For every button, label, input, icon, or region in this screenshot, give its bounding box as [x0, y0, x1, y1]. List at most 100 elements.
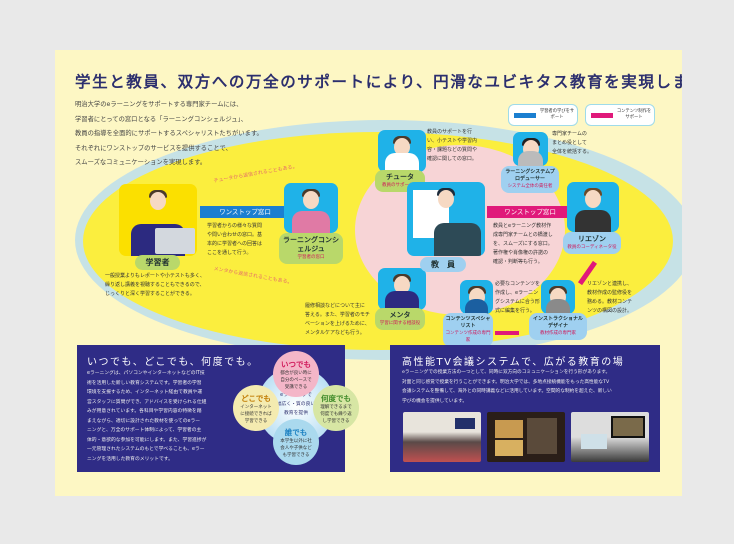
text-line: 環境を支援するため、インターネット経由で教員や運 — [87, 390, 203, 395]
specialist-designer-arrow — [495, 331, 519, 335]
legend-pink-label: コンテンツ制作をサポート — [616, 109, 652, 120]
desc-line: 容・課題などの質問や — [427, 147, 478, 153]
video-screens-photo — [487, 412, 565, 462]
intro-text: 明治大学のeラーニングをサポートする専門家チームには、 学習者にとっての窓口とな… — [75, 98, 263, 171]
panel-left-title: いつでも、どこでも、何度でも。 — [87, 357, 259, 368]
producer-desc: 専門家チームのまとめ役として全体を統括する。 — [552, 130, 592, 157]
desc-line: を、スムーズにする窓口。 — [493, 241, 553, 247]
producer-role: システム全体の責任者 — [507, 184, 553, 189]
desc-line: ンツの構図の設計。 — [587, 308, 633, 314]
desc-line: ここを通して行う。 — [207, 250, 252, 256]
concierge-desc: 学習者からの様々な質問や問い合わせの窓口。基本的に学習者への回答はここを通して行… — [207, 222, 262, 258]
brochure-page: 学生と教員、双方への万全のサポートにより、円滑なユビキタス教育を実現します。 明… — [55, 50, 682, 496]
circle-anytime: いつでも都合が良い時に自分のペースで受講できる — [273, 351, 319, 397]
legend-pink: コンテンツ制作をサポート — [585, 104, 655, 126]
specialist-illustration — [460, 280, 493, 314]
intro-line: それぞれにワンストップのサービスを提供することで、 — [75, 144, 232, 152]
circle-title: 誰でも — [284, 428, 308, 437]
text-line: 体的・意欲的な参加を可能にします。また、学習進捗が — [87, 437, 207, 443]
desc-line: 専門家チームの — [552, 131, 587, 137]
desc-line: 学習者からの様々な質問 — [207, 223, 263, 229]
onestop-arrow-blue: ワンストップ窓口 — [200, 206, 290, 218]
text-line: 幅広く・質の良い — [276, 402, 316, 407]
concierge-label: ラーニングコンシェルジュ学習者の窓口 — [279, 233, 343, 264]
producer-name: ラーニングシステムプロデューサー — [505, 169, 555, 182]
teacher-illustration — [407, 182, 485, 256]
specialist-desc: 必要なコンテンツを作成し、eラーニングシステムに合う形式に編集を行う。 — [495, 280, 540, 316]
desc-line: 必要なコンテンツを — [495, 281, 541, 287]
mentor-illustration — [378, 268, 426, 310]
liaison-label: リエゾン教員のコーディネータ役 — [563, 232, 621, 254]
learner-name: 学習者 — [145, 258, 170, 267]
desc-line: 教材作成の監修役を — [587, 290, 633, 296]
circle-anywhere: どこでもインターネットに接続できれば学習できる — [233, 385, 279, 431]
desc-line: 確認に関しての窓口。 — [427, 156, 477, 162]
circle-text: 理解できるまで何度でも繰り返し学習できる — [320, 405, 352, 424]
intro-line: 教員の指導を全面的にサポートするスペシャリストたちがいます。 — [75, 130, 263, 137]
legend-blue-label: 学習者の学びをサポート — [539, 109, 575, 120]
classroom-photo — [403, 412, 481, 462]
desc-line: 全体を統括する。 — [552, 149, 593, 155]
double-arrow-blue-icon — [514, 113, 536, 118]
desc-line: メンタルケアなども行う。 — [305, 330, 365, 336]
onestop-right-label: ワンストップ窓口 — [504, 208, 556, 216]
onestop-arrow-pink: ワンストップ窓口 — [487, 206, 573, 218]
producer-label: ラーニングシステムプロデューサーシステム全体の責任者 — [501, 166, 559, 193]
teacher-label: 教 員 — [420, 257, 466, 272]
text-line: 学びの機会を提供しています。 — [402, 398, 468, 404]
intro-line: 明治大学のeラーニングをサポートする専門家チームには、 — [75, 101, 243, 108]
circle-text: インターネットに接続できれば学習できる — [240, 405, 272, 424]
text-line: 一元管理されたシステムのもとで学べることも、eラー — [87, 447, 205, 452]
concierge-illustration — [284, 183, 338, 233]
desc-line: ベーションを上げるために、 — [305, 321, 370, 327]
specialist-label: コンテンツスペシャリストコンテンツ作成の専門家 — [443, 313, 493, 347]
desc-line: 答える。また、学習者のモチ — [305, 312, 370, 318]
mentor-role: 学習に関する相談役 — [379, 321, 421, 326]
text-line: ニングを活用した教育のメリットです。 — [87, 456, 173, 462]
producer-illustration — [513, 132, 548, 166]
legend-blue: 学習者の学びをサポート — [508, 104, 578, 126]
learner-label: 学習者 — [135, 255, 180, 270]
text-line: 対面と同じ感覚で授業を行うことができます。明治大学では、多地点接続機能をもった高… — [402, 379, 610, 385]
desc-line: い、小テストや学習内 — [427, 138, 478, 144]
tv-conference-panel: 高性能TV会議システムで、広がる教育の場 eラーニングでの授業方法の一つとして、… — [390, 345, 660, 472]
text-line: eラーニングでの授業方法の一つとして、同時に双方向のコミュニケーションを行う形が… — [402, 370, 611, 375]
teacher-desc: 教員とeラーニング教材作成専門家チームとの橋渡しを、スムーズにする窓口。著作権や… — [493, 222, 553, 267]
learner-illustration — [119, 184, 197, 256]
specialist-role: コンテンツ作成の専門家 — [445, 331, 491, 343]
desc-line: 式に編集を行う。 — [495, 308, 535, 314]
desc-line: 教員とeラーニング教材作 — [493, 223, 552, 229]
text-line: ニングと、万全のサポート体制によって、学習者の主 — [87, 428, 202, 433]
desc-line: 本的に学習者への回答は — [207, 241, 263, 247]
panel-right-text: eラーニングでの授業方法の一つとして、同時に双方向のコミュニケーションを行う形が… — [402, 368, 612, 406]
text-line: 営スタッフに質問ができ、アドバイスを受けられる仕組 — [87, 399, 207, 405]
circle-title: どこでも — [241, 394, 271, 403]
panel-left-text: eラーニングは、パソコンやインターネットなどのIT技術を活用した新しい教育システ… — [87, 369, 206, 464]
circle-text: 本学生以外に社会人や子供なども学習できる — [280, 439, 312, 458]
text-line: まえながら、適切に設計された教材を使ってのeラー — [87, 418, 201, 424]
desc-line: 務める。教材コンテ — [587, 299, 633, 305]
onestop-left-label: ワンストップ窓口 — [219, 208, 271, 216]
desc-line: 繰り返し講義を視聴することもできるので、 — [105, 282, 205, 288]
desc-line: まとめ役として — [552, 140, 587, 146]
tutor-role: 教員のサポート役 — [382, 183, 418, 188]
circle-anyone: 誰でも本学生以外に社会人や子供なども学習できる — [273, 419, 319, 465]
double-arrow-pink-icon — [591, 113, 613, 118]
liaison-role: 教員のコーディネータ役 — [567, 245, 617, 250]
desc-line: 一般授業よりもレポートや小テストも多く、 — [105, 273, 205, 279]
teacher-name: 教 員 — [431, 260, 455, 269]
panel-right-title: 高性能TV会議システムで、広がる教育の場 — [402, 357, 625, 368]
desc-line: 確認・判断等も行う。 — [493, 259, 543, 265]
text-line: 術を活用した新しい教育システムです。学習者の学習 — [87, 380, 202, 386]
text-line: eラーニングは、パソコンやインターネットなどのIT技 — [87, 371, 205, 376]
lecture-hall-photo — [571, 412, 649, 462]
mentor-name: メンタ — [389, 311, 411, 319]
text-line: 会議システムを整備して、海外との同時講義などに活用しています。空間的な制約を超え… — [402, 389, 612, 394]
liaison-illustration — [567, 182, 619, 232]
mentor-desc: 履修相談などについて主に答える。また、学習者のモチベーションを上げるために、メン… — [305, 302, 370, 338]
tutor-illustration — [378, 130, 426, 172]
desc-line: 作成し、eラーニン — [495, 290, 539, 296]
desc-line: や問い合わせの窓口。基 — [207, 232, 263, 238]
liaison-name: リエゾン — [578, 235, 606, 243]
mentor-label: メンタ学習に関する相談役 — [375, 308, 425, 330]
